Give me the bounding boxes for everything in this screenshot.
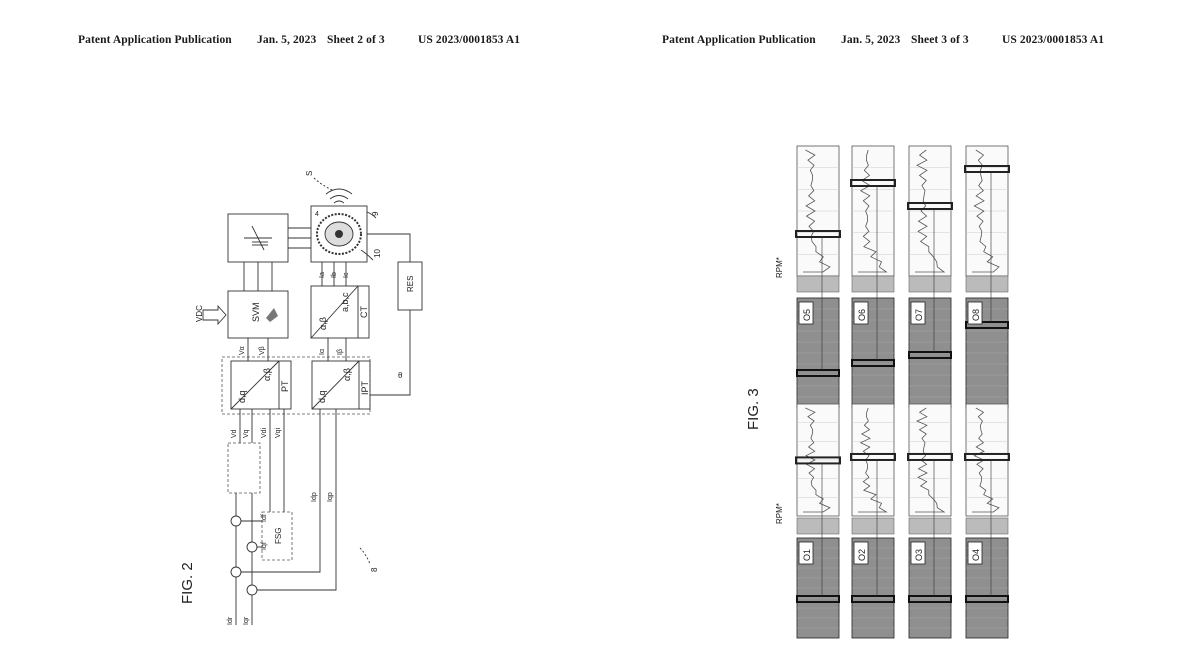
sum-junction-q bbox=[246, 541, 258, 553]
publication-title: Patent Application Publication bbox=[662, 34, 816, 46]
ref-8: 8 bbox=[370, 567, 379, 572]
vq-signal: Vq bbox=[243, 429, 250, 438]
publication-title: Patent Application Publication bbox=[78, 34, 232, 46]
ct-block bbox=[310, 285, 370, 339]
panel-label: O7 bbox=[914, 309, 924, 321]
panel-label: O2 bbox=[857, 549, 867, 561]
colorbar bbox=[908, 275, 952, 293]
res-label: RES bbox=[406, 276, 415, 292]
panel-label: O3 bbox=[914, 549, 924, 561]
publication-number: US 2023/0001853 A1 bbox=[1002, 34, 1105, 46]
ipt-ab-label: α,β bbox=[342, 368, 352, 381]
iqp-signal: Iqp bbox=[327, 492, 334, 502]
colorbar bbox=[908, 517, 952, 535]
highlight-marker bbox=[795, 230, 841, 238]
panel-label: O8 bbox=[971, 309, 981, 321]
ipt-dq-label: d,q bbox=[317, 390, 327, 403]
sum-junction-qf bbox=[246, 584, 258, 596]
colorbar bbox=[851, 517, 895, 535]
sensor-ref: S bbox=[305, 171, 314, 176]
motor-id-label: 4 bbox=[315, 211, 319, 218]
i-beta-signal: Iβ bbox=[337, 349, 344, 355]
highlight-marker bbox=[795, 456, 841, 465]
panel-label: O1 bbox=[802, 549, 812, 561]
colorbar bbox=[796, 275, 840, 293]
i-alpha-signal: Iα bbox=[319, 349, 326, 355]
panel-label: O4 bbox=[971, 549, 981, 561]
fig2-block-diagram: FIG. 2 PT d,q α,β IPT d,q α,β SVM VDC bbox=[179, 171, 423, 625]
iqr-signal: Iqr bbox=[243, 616, 250, 625]
pt-block bbox=[230, 360, 292, 410]
sheet-3: Patent Application Publication Jan. 5, 2… bbox=[597, 0, 1193, 671]
idf-signal: Idf bbox=[261, 514, 268, 522]
ia-phase: Ia bbox=[319, 272, 326, 278]
pt-dq-label: d,q bbox=[237, 390, 247, 403]
ipt-block bbox=[311, 360, 371, 410]
sheet-2: Patent Application Publication Jan. 5, 2… bbox=[0, 0, 596, 671]
ref-9: 9 bbox=[371, 211, 380, 216]
vdc-signal: VDC bbox=[195, 305, 204, 322]
ib-phase: Ib bbox=[331, 272, 338, 278]
ct-ab-label: α,β bbox=[318, 317, 328, 330]
svm-waveform-icon bbox=[266, 308, 278, 322]
colorbar bbox=[965, 517, 1009, 535]
fsg-block bbox=[261, 511, 293, 561]
v-beta-signal: Vβ bbox=[259, 346, 266, 355]
pt-ab-label: α,β bbox=[262, 368, 272, 381]
sum-junction-d bbox=[230, 515, 242, 527]
rpm-label-lower: RPM* bbox=[775, 503, 784, 524]
ic-phase: Ic bbox=[343, 272, 350, 278]
vqi-signal: Vqi bbox=[275, 427, 282, 438]
ct-abc-label: a,b,c bbox=[340, 292, 350, 312]
iqf-signal: Iqf bbox=[261, 542, 268, 550]
fsg-label: FSG bbox=[274, 528, 283, 544]
idp-signal: Idp bbox=[311, 492, 318, 502]
highlight-marker bbox=[964, 165, 1010, 173]
vd-signal: Vd bbox=[231, 429, 238, 438]
highlight-marker bbox=[850, 179, 896, 187]
panel-label: O5 bbox=[802, 309, 812, 321]
transform-group-outline bbox=[221, 356, 371, 415]
figure-label: FIG. 3 bbox=[745, 388, 762, 430]
colorbar bbox=[965, 275, 1009, 293]
highlight-marker bbox=[964, 452, 1010, 461]
controller-block bbox=[227, 442, 261, 494]
publication-number: US 2023/0001853 A1 bbox=[418, 34, 521, 46]
ipt-label: IPT bbox=[360, 380, 370, 395]
vdi-signal: Vdi bbox=[261, 427, 268, 438]
highlight-marker bbox=[850, 452, 896, 461]
sum-junction-df bbox=[230, 566, 242, 578]
publication-date: Jan. 5, 2023 bbox=[841, 34, 901, 46]
figure-label: FIG. 2 bbox=[179, 562, 196, 604]
svm-label: SVM bbox=[251, 302, 261, 322]
pt-label: PT bbox=[280, 380, 290, 392]
sheet-number: Sheet 3 of 3 bbox=[911, 34, 969, 46]
colorbar bbox=[851, 275, 895, 293]
ref-10: 10 bbox=[373, 249, 382, 258]
sheet-number: Sheet 2 of 3 bbox=[327, 34, 385, 46]
v-alpha-signal: Vα bbox=[239, 346, 246, 355]
colorbar bbox=[796, 517, 840, 535]
idr-signal: Idr bbox=[227, 616, 234, 625]
theta-signal: θ bbox=[398, 371, 403, 380]
panel-label: O6 bbox=[857, 309, 867, 321]
highlight-marker bbox=[907, 202, 953, 210]
ct-label: CT bbox=[359, 306, 369, 318]
publication-date: Jan. 5, 2023 bbox=[257, 34, 317, 46]
rpm-label-upper: RPM* bbox=[775, 257, 784, 278]
highlight-marker bbox=[907, 452, 953, 461]
vdc-arrow-icon bbox=[202, 304, 227, 326]
